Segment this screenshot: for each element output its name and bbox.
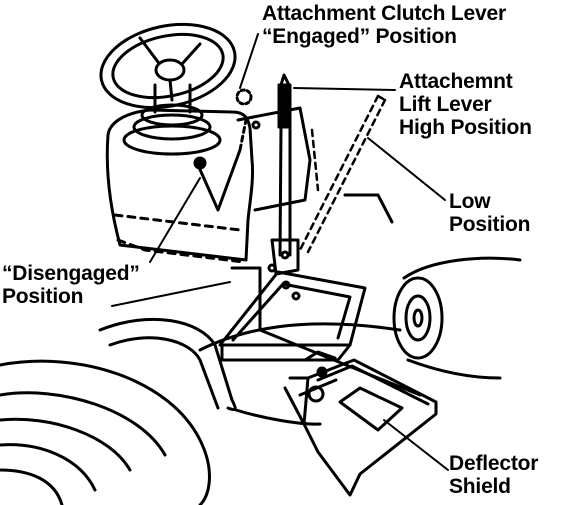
disengaged-label-line2: Position [2,285,84,308]
footrest [218,270,367,362]
deflector-shield-shape [283,350,438,497]
deflector-label-line2: Shield [449,475,511,498]
steering-wheel [99,22,237,110]
clutch-lever-label-line2: “Engaged” Position [262,25,457,48]
linkage-bolts [267,263,301,301]
lift-lever-label-line3: High Position [399,116,532,139]
deflector-label-line1: Deflector [449,452,539,475]
rear-fender [98,317,237,412]
rear-wheel [0,359,211,505]
steering-column [122,83,222,156]
chassis [198,193,422,426]
front-wheel [392,256,522,380]
lift-lever-label-line2: Lift Lever [399,93,492,116]
clutch-lever [193,88,261,212]
clutch-lever-label-line1: Attachment Clutch Lever [262,2,506,25]
leader-lines [111,33,449,471]
lift-lever-high [270,73,300,276]
disengaged-label-line1: “Disengaged” [2,262,140,285]
low-position-label-line1: Low [449,190,491,213]
low-position-label-line2: Position [449,213,531,236]
lift-lever-low [298,94,387,254]
lift-lever-label-line1: Attachemnt [399,70,513,93]
